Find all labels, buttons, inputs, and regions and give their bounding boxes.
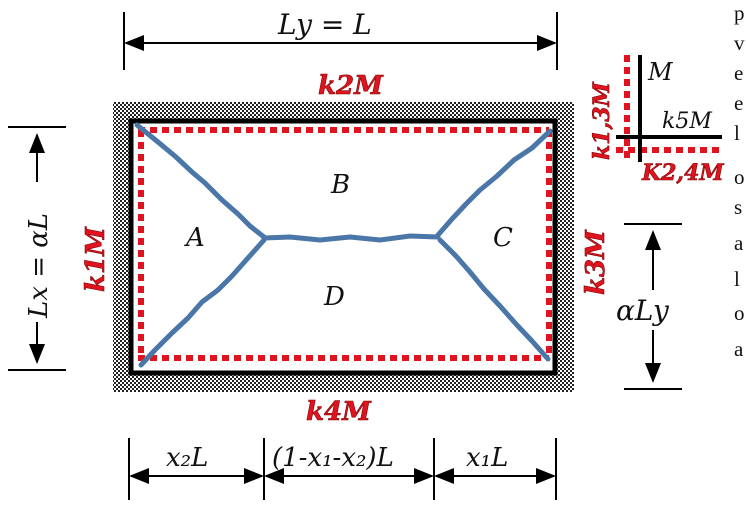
slab-edges	[128, 118, 558, 376]
legend-k5-label: k5M	[662, 109, 712, 134]
x1l-label: x₁L	[466, 443, 508, 473]
yield-line-top-left	[134, 122, 267, 240]
lx-label: Lx = αL	[24, 213, 54, 319]
ly-label: Ly = L	[277, 8, 372, 41]
right-dimension: αLy	[616, 223, 682, 390]
edge-text-9: o	[734, 301, 745, 325]
yield-line-bottom-right	[437, 237, 551, 362]
yield-line-top-right	[435, 128, 553, 238]
left-dimension: Lx = αL	[8, 126, 66, 371]
moment-legend: M k5M k1,3M K2,4M	[589, 55, 725, 186]
top-dimension: Ly = L	[123, 8, 558, 70]
edge-text-0: p	[734, 1, 745, 25]
edge-text-8: l	[734, 267, 740, 291]
top-edge-moment: k2M	[318, 71, 384, 101]
left-edge-moment: k1M	[81, 226, 111, 292]
region-b-label: B	[330, 170, 350, 200]
edge-text-6: s	[734, 195, 742, 219]
alpha-ly-label: αLy	[616, 294, 670, 327]
edge-text-7: a	[734, 231, 744, 255]
bottom-edge-moment: k4M	[306, 397, 372, 427]
middle-span-label: (1-x₁-x₂)L	[272, 443, 394, 473]
yield-lines	[134, 122, 553, 368]
region-a-label: A	[184, 223, 205, 253]
legend-m-label: M	[647, 58, 674, 86]
cropped-text-column: p v e e l o s a l o a	[734, 1, 745, 361]
edge-text-2: e	[734, 61, 743, 85]
x2l-label: x₂L	[166, 443, 208, 473]
legend-k24-label: K2,4M	[641, 160, 724, 186]
yield-line-bottom-left	[138, 237, 267, 368]
edge-text-1: v	[734, 31, 745, 55]
legend-k13-label: k1,3M	[589, 81, 615, 160]
yield-line-middle	[261, 233, 441, 243]
region-c-label: C	[493, 223, 513, 253]
edge-text-3: e	[734, 91, 743, 115]
red-moment-lines	[138, 127, 552, 361]
edge-text-4: l	[734, 121, 740, 145]
right-edge-moment: k3M	[581, 229, 611, 295]
support-frame	[113, 102, 574, 392]
edge-text-5: o	[734, 165, 745, 189]
region-d-label: D	[323, 282, 345, 312]
bottom-dimensions: x₂L (1-x₁-x₂)L x₁L	[128, 438, 557, 500]
edge-text-10: a	[734, 337, 744, 361]
